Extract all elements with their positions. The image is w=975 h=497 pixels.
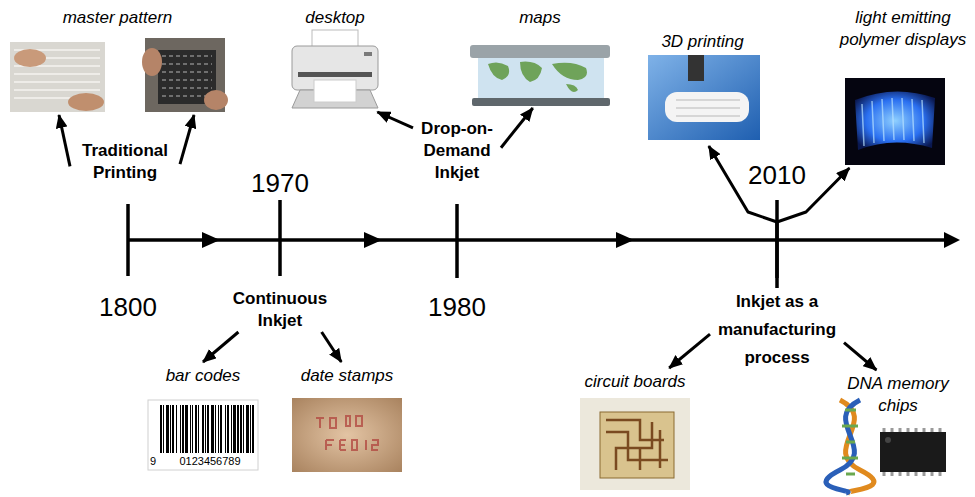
example-picture: circuit boards <box>578 368 692 492</box>
example-caption: master pattern <box>5 4 230 29</box>
date-stamp-picture <box>316 416 378 450</box>
master-pattern-photo <box>14 49 46 67</box>
example-caption: light emitting polymer displays <box>836 4 970 51</box>
year-label: 1800 <box>99 292 157 322</box>
era-label: Drop-on-Demand Inkjet <box>413 118 501 184</box>
example-picture: date stamps <box>290 362 404 474</box>
example-caption: DNA memory chips <box>826 370 970 417</box>
year-label: 1980 <box>428 292 486 322</box>
lep-display-picture <box>845 78 945 165</box>
example-picture: DNA memory chips <box>826 370 970 495</box>
date-stamp-picture <box>292 398 402 472</box>
master-pattern-photo <box>204 90 228 110</box>
era-title: Continuous Inkjet <box>228 288 332 332</box>
circuit-board-picture <box>580 398 690 490</box>
dna-chip-picture <box>885 437 891 443</box>
example-picture: desktop <box>288 4 382 112</box>
bar-code-picture <box>160 405 256 453</box>
arrow-connector <box>180 115 194 164</box>
master-pattern-photo <box>10 38 228 112</box>
master-pattern-photo <box>10 42 105 112</box>
map-plotter-picture <box>472 98 610 106</box>
desktop-printer-picture <box>314 80 356 102</box>
barcode-digit: 0123456789 <box>179 455 240 468</box>
example-caption: desktop <box>288 4 382 29</box>
year-label: 1970 <box>251 168 309 198</box>
era-label: Traditional Printing <box>70 140 180 184</box>
timeline <box>128 238 948 242</box>
timeline <box>278 200 282 276</box>
map-plotter-picture <box>488 62 587 92</box>
timeline <box>128 200 960 278</box>
circuit-board-picture <box>606 420 668 470</box>
year-label: 2010 <box>748 160 806 190</box>
3d-printing-picture <box>688 55 704 81</box>
example-caption: circuit boards <box>578 368 692 393</box>
dna-chip-picture <box>842 410 858 474</box>
bar-code-picture <box>148 400 258 470</box>
arrow-connector <box>322 332 342 362</box>
arrow-connector <box>501 108 533 148</box>
circuit-board-picture <box>580 398 690 490</box>
timeline <box>944 232 960 248</box>
master-pattern-photo <box>142 48 162 76</box>
arrow-connector <box>377 112 413 128</box>
map-plotter-picture <box>470 45 610 106</box>
era-label: Inkjet as a manufacturing process <box>710 288 844 372</box>
desktop-printer-picture <box>364 52 372 56</box>
example-picture: maps <box>468 4 612 108</box>
arrow-connector <box>669 334 710 368</box>
bar-code-picture <box>148 400 258 470</box>
map-plotter-picture <box>478 58 604 98</box>
arrow-connector <box>844 343 876 370</box>
master-pattern-photo <box>162 56 212 96</box>
3d-printing-picture <box>648 55 760 140</box>
era-title: Drop-on-Demand Inkjet <box>413 118 501 184</box>
date-stamp-picture <box>292 398 402 472</box>
3d-printing-picture <box>648 55 760 140</box>
timeline <box>126 204 130 276</box>
master-pattern-photo <box>14 50 100 98</box>
master-pattern-photo <box>68 93 104 111</box>
timeline <box>202 232 220 248</box>
era-title: Inkjet as a manufacturing process <box>710 288 844 372</box>
3d-printing-picture <box>676 100 740 116</box>
map-plotter-picture <box>470 45 610 58</box>
example-caption: date stamps <box>290 362 404 387</box>
timeline <box>616 232 634 248</box>
circuit-board-picture <box>600 412 674 478</box>
timeline <box>364 232 382 248</box>
era-title: Traditional Printing <box>70 140 180 184</box>
lep-display-picture <box>855 91 935 150</box>
desktop-printer-picture <box>298 72 372 77</box>
arrow-connector <box>203 332 238 362</box>
lep-display-picture <box>845 78 945 165</box>
3d-printing-picture <box>665 92 749 122</box>
era-label: Continuous Inkjet <box>228 288 332 332</box>
desktop-printer-picture <box>292 30 378 108</box>
example-picture: 3D printing <box>640 28 765 146</box>
example-caption: bar codes <box>146 362 260 387</box>
timeline <box>455 204 459 278</box>
example-caption: maps <box>468 4 612 29</box>
barcode-digit: 9 <box>150 455 156 468</box>
arrow-connector <box>59 115 70 166</box>
dna-chip-picture <box>826 400 860 493</box>
example-caption: 3D printing <box>640 28 765 53</box>
dna-chip-picture <box>880 432 946 472</box>
example-picture: master pattern <box>5 4 230 115</box>
lep-display-picture <box>862 98 924 146</box>
example-picture: light emitting polymer displays <box>836 4 970 168</box>
